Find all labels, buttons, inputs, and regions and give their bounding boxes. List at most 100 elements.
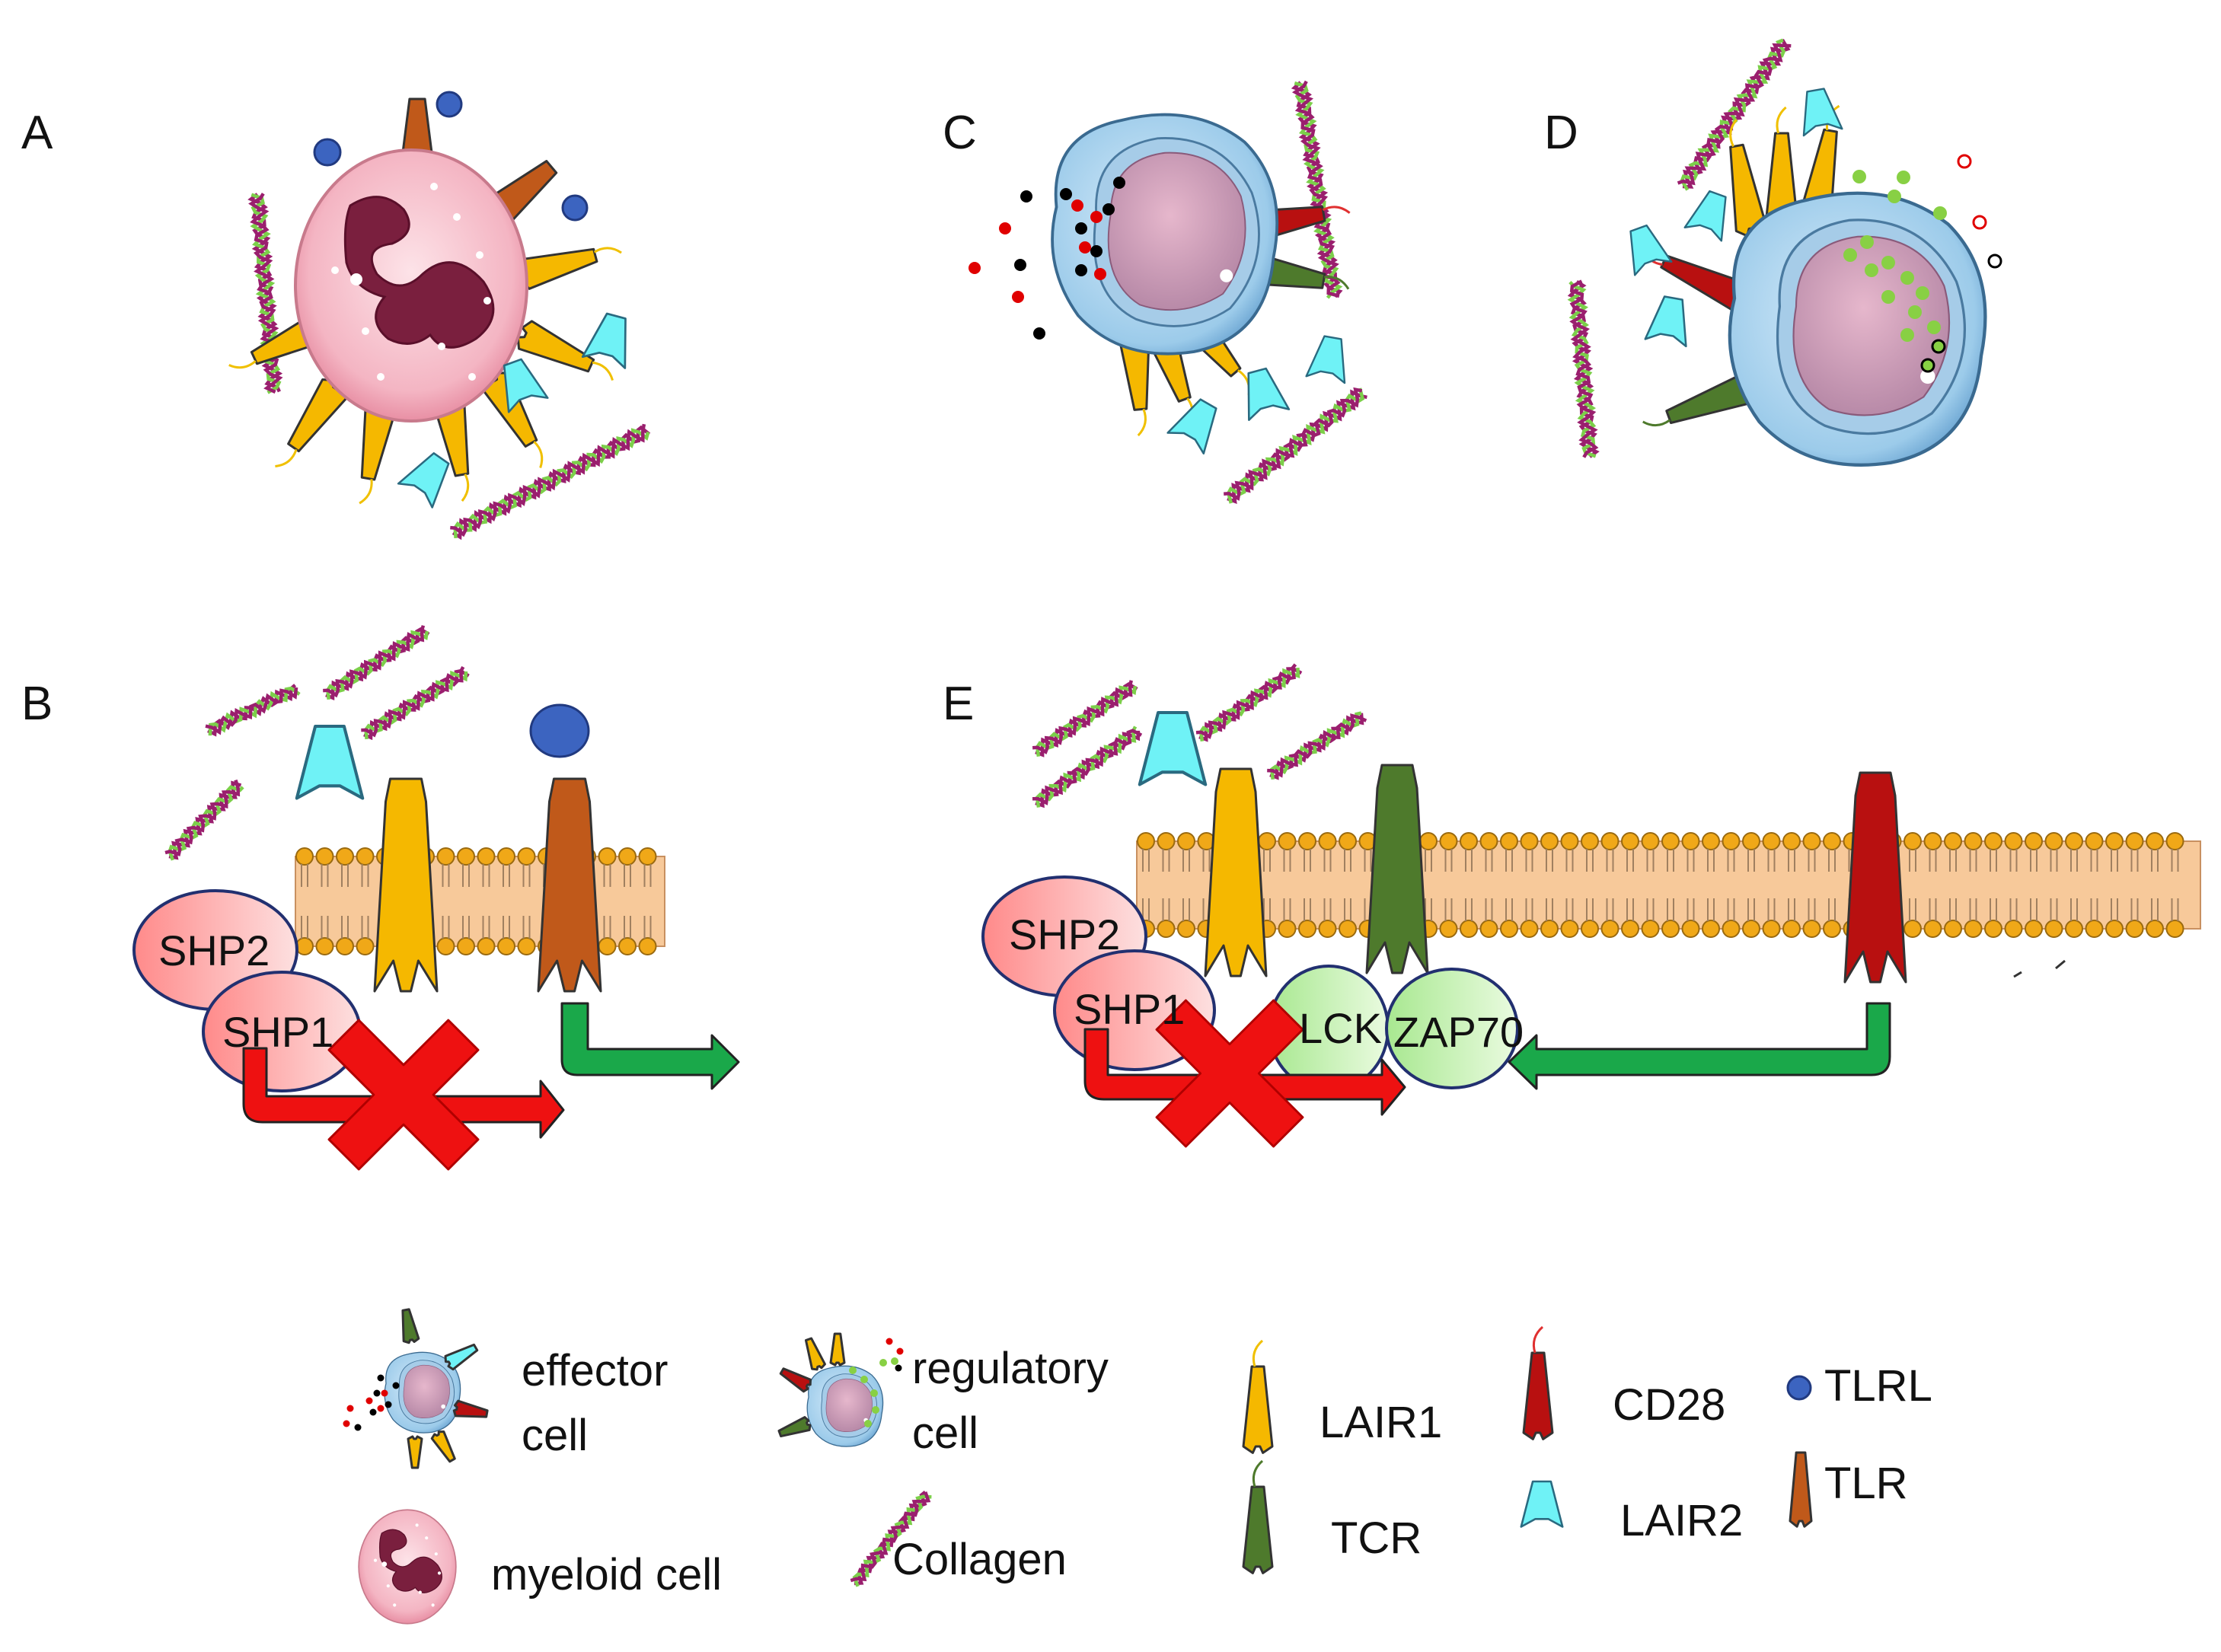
effector-cell-illustration bbox=[968, 80, 1367, 504]
granule bbox=[350, 273, 362, 285]
legend-granule bbox=[896, 1347, 904, 1355]
myeloid-cell-illustration bbox=[228, 91, 651, 541]
black-granule bbox=[1090, 245, 1103, 257]
granule bbox=[437, 1571, 442, 1575]
tcell-membrane-signaling bbox=[981, 663, 2201, 1148]
collagen-strand bbox=[450, 423, 651, 541]
red-granule bbox=[1071, 199, 1083, 212]
myeloid-nucleus bbox=[378, 1529, 442, 1593]
legend-granule bbox=[377, 1374, 385, 1382]
granule bbox=[441, 1404, 446, 1409]
red-granule bbox=[1090, 211, 1103, 223]
lck-label: LCK bbox=[1299, 1004, 1382, 1052]
legend bbox=[343, 1308, 1813, 1625]
red-granule bbox=[1012, 291, 1024, 303]
legend-granule bbox=[354, 1424, 362, 1431]
green-granule bbox=[1900, 328, 1914, 342]
red-granule bbox=[968, 262, 981, 274]
collagen-strand bbox=[361, 666, 470, 741]
lair2-ligand bbox=[1166, 398, 1217, 454]
green-granule bbox=[1900, 271, 1914, 285]
inhibition-arrow bbox=[1083, 1028, 1406, 1116]
collagen-strand bbox=[1032, 726, 1143, 808]
green-granule bbox=[1852, 170, 1866, 183]
collagen-strand bbox=[1567, 279, 1600, 458]
legend-lair2-text: LAIR2 bbox=[1620, 1496, 1743, 1545]
legend-regulatory-receptor bbox=[777, 1416, 812, 1438]
legend-regulatory-receptor bbox=[829, 1332, 846, 1367]
legend-granule bbox=[864, 1420, 872, 1427]
lair1-receptor bbox=[517, 247, 622, 290]
collagen-strand bbox=[1677, 38, 1792, 191]
green-granule bbox=[1908, 305, 1922, 319]
cd28-receptor bbox=[1843, 771, 1907, 984]
legend-effector-receptor bbox=[407, 1435, 423, 1469]
collagen-strand bbox=[1195, 663, 1303, 742]
lair1-receptor bbox=[1204, 767, 1268, 977]
tcell-nucleus bbox=[1792, 235, 1951, 416]
granule bbox=[434, 1552, 438, 1556]
legend-cd28-text: CD28 bbox=[1613, 1380, 1725, 1430]
granule bbox=[1220, 269, 1233, 282]
regulatory-cell-illustration bbox=[1567, 38, 2002, 467]
collagen-strand bbox=[1032, 680, 1138, 757]
lair2-ligand bbox=[397, 452, 450, 509]
legend-effector-receptor bbox=[430, 1430, 456, 1463]
granule bbox=[430, 183, 438, 190]
legend-regulatory-text-2: cell bbox=[912, 1408, 978, 1458]
tlrl-ligand bbox=[436, 91, 463, 118]
legend-cd28-icon bbox=[1522, 1325, 1554, 1440]
block-cross bbox=[327, 1019, 480, 1171]
legend-granule bbox=[891, 1357, 898, 1365]
black-granule bbox=[1103, 203, 1115, 215]
legend-tlr-icon bbox=[1789, 1451, 1813, 1528]
granule bbox=[373, 1558, 378, 1562]
tlrl-ligand bbox=[313, 138, 342, 167]
green-granule bbox=[1933, 206, 1947, 220]
granule bbox=[453, 213, 461, 221]
shp1-label-e: SHP1 bbox=[1074, 985, 1185, 1033]
granule bbox=[393, 1603, 397, 1607]
granule bbox=[418, 1590, 422, 1594]
legend-regulatory-text-1: regulatory bbox=[912, 1344, 1109, 1393]
legend-lair1-icon bbox=[1242, 1339, 1274, 1454]
block-cross bbox=[1155, 999, 1304, 1148]
legend-effector-receptor bbox=[452, 1399, 489, 1418]
legend-tlrl-icon bbox=[1786, 1375, 1812, 1401]
granule bbox=[425, 1536, 429, 1540]
legend-regulatory-receptor bbox=[779, 1367, 812, 1393]
green-granule bbox=[1860, 235, 1874, 249]
collagen-strand bbox=[164, 779, 244, 861]
membrane-core bbox=[295, 856, 665, 947]
membrane-tick bbox=[2013, 959, 2066, 978]
black-granule bbox=[1060, 188, 1072, 200]
tcell-nucleus bbox=[403, 1364, 450, 1419]
lair2-ligand bbox=[1644, 295, 1687, 348]
legend-granule bbox=[872, 1406, 879, 1414]
myeloid-membrane bbox=[295, 847, 665, 955]
black-granule bbox=[1113, 177, 1125, 189]
lair2-ligand bbox=[295, 724, 365, 800]
granule bbox=[1920, 368, 1935, 384]
legend-granule bbox=[377, 1405, 385, 1412]
legend-lair1-text: LAIR1 bbox=[1320, 1398, 1442, 1447]
lair2-ligand bbox=[1802, 88, 1843, 137]
legend-effector-receptor bbox=[401, 1308, 420, 1344]
shp2-label-b: SHP2 bbox=[158, 926, 270, 974]
legend-granule bbox=[879, 1359, 887, 1367]
legend-granule bbox=[373, 1389, 381, 1397]
granule bbox=[431, 1603, 435, 1607]
lair2-ligand bbox=[503, 358, 549, 413]
legend-effector-text-1: effector bbox=[522, 1346, 668, 1395]
lair2-ligand bbox=[1683, 190, 1727, 242]
panel-label-a: A bbox=[21, 107, 53, 159]
lair2-ligand bbox=[1138, 710, 1208, 786]
legend-effector-text-2: cell bbox=[522, 1411, 588, 1460]
green-granule bbox=[1897, 171, 1910, 184]
activation-arrow bbox=[560, 1002, 740, 1090]
granule bbox=[386, 1584, 390, 1588]
black-granule bbox=[1033, 327, 1045, 340]
legend-regulatory-receptor bbox=[804, 1337, 826, 1371]
green-granule bbox=[1881, 290, 1895, 304]
green-granule bbox=[1927, 321, 1941, 334]
